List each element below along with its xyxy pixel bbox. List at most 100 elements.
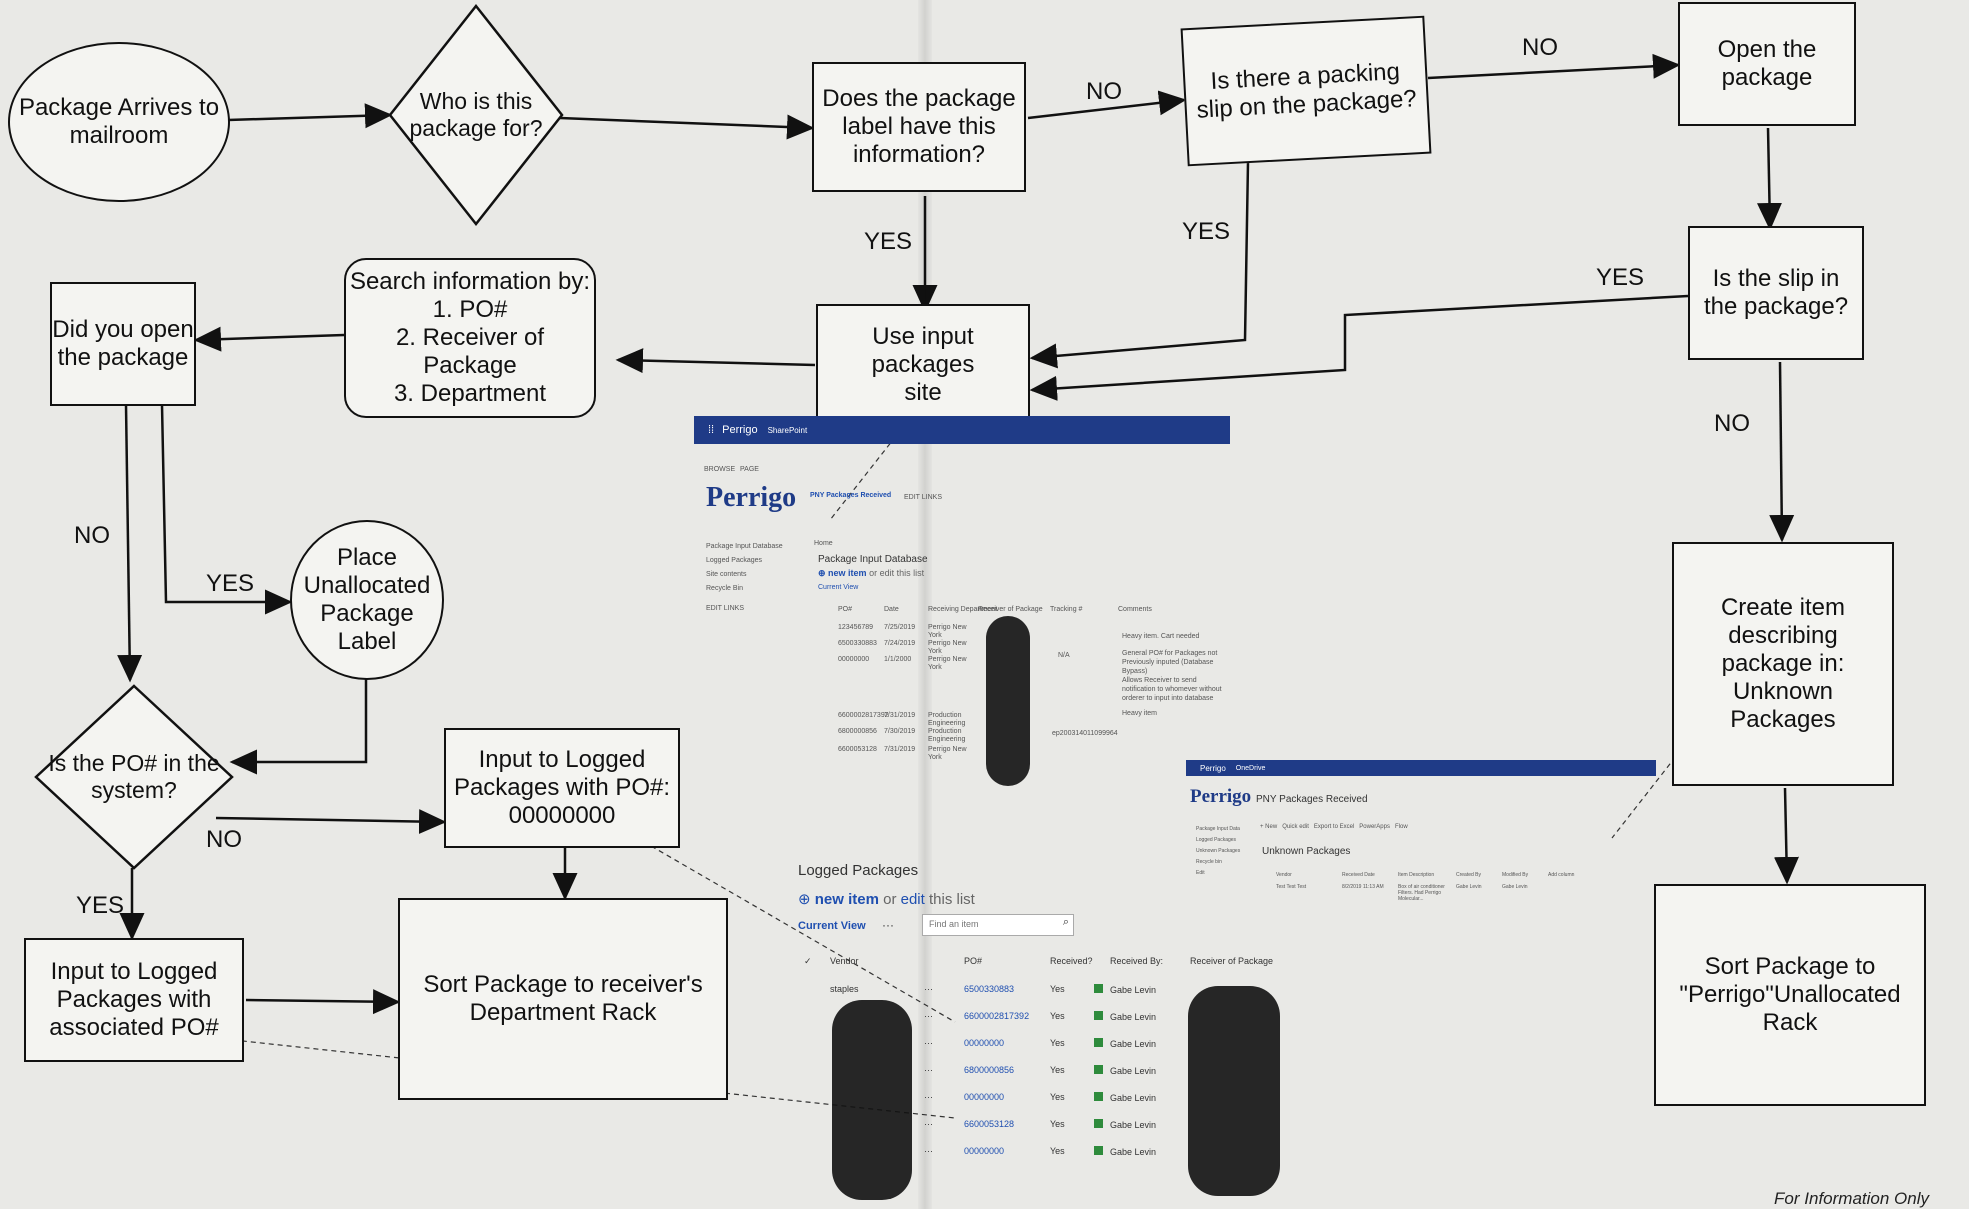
presence-icon <box>1094 1146 1103 1155</box>
breadcrumb[interactable]: Home <box>814 540 833 547</box>
nav-item-logged[interactable]: Logged Packages <box>706 557 763 564</box>
new-item-rest: or edit this list <box>869 568 925 578</box>
nav-item-input-db[interactable]: Package Input Database <box>706 543 783 550</box>
unav-edit[interactable]: Edit <box>1196 870 1205 876</box>
row-menu-dots[interactable]: ··· <box>924 1092 933 1102</box>
label-info-box: Does the package label have this informa… <box>812 62 1026 192</box>
col-dept[interactable]: Receiving Department <box>928 606 998 613</box>
nav-item-site-contents[interactable]: Site contents <box>706 571 747 578</box>
lcol-vendor[interactable]: Vendor <box>830 956 859 966</box>
input-db-cell-date: 7/30/2019 <box>884 728 916 735</box>
logged-edit-link[interactable]: edit <box>900 891 925 908</box>
input-db-cell-dept: Production Engineering <box>928 712 966 727</box>
edge-label-yes-2: YES <box>1182 218 1231 245</box>
input-site-text: Use input packages site <box>871 323 975 406</box>
unknown-site-title[interactable]: PNY Packages Received <box>1256 794 1368 805</box>
nav-edit-links[interactable]: EDIT LINKS <box>706 605 744 612</box>
lcol-receiver[interactable]: Receiver of Package <box>1190 956 1274 966</box>
perrigo-logo: Perrigo <box>706 482 797 513</box>
lcol-po[interactable]: PO# <box>964 956 983 966</box>
ucol-add[interactable]: Add column <box>1548 872 1575 878</box>
col-comments[interactable]: Comments <box>1118 606 1152 613</box>
tb-flow[interactable]: Flow <box>1394 824 1408 830</box>
search-box: Search information by: 1. PO# 2. Receive… <box>344 258 596 418</box>
select-all-check[interactable]: ✓ <box>804 956 812 966</box>
start-oval: Package Arrives to mailroom <box>8 42 230 202</box>
add-icon[interactable]: ⊕ <box>798 891 811 908</box>
row-menu-dots[interactable]: ··· <box>924 1146 933 1156</box>
row-menu-dots[interactable]: ··· <box>924 1065 933 1075</box>
arrow-loggedassoc-to-sortdept <box>245 989 401 1015</box>
ucol-created[interactable]: Created By <box>1456 872 1482 878</box>
ucol-modified[interactable]: Modified By <box>1502 872 1529 878</box>
logged-po[interactable]: 6600002817392 <box>964 1011 1030 1021</box>
site-title[interactable]: PNY Packages Received <box>810 492 892 499</box>
logged-received-by-name: Gabe Levin <box>1110 1012 1157 1022</box>
row-menu-dots[interactable]: ··· <box>924 1011 933 1021</box>
col-tracking[interactable]: Tracking # <box>1050 606 1083 613</box>
edge-label-yes-4: YES <box>206 570 255 597</box>
logged-po[interactable]: 6500330883 <box>964 984 1015 994</box>
tb-new[interactable]: + New <box>1260 824 1278 830</box>
edit-links-top[interactable]: EDIT LINKS <box>904 494 942 501</box>
lcol-received[interactable]: Received? <box>1050 956 1093 966</box>
tb-export[interactable]: Export to Excel <box>1313 824 1355 830</box>
ucol-desc[interactable]: Item Description <box>1398 872 1435 878</box>
ribbon-browse[interactable]: BROWSE <box>704 466 736 473</box>
arrow-didopen-no-to-po <box>117 404 143 683</box>
col-date[interactable]: Date <box>884 606 899 613</box>
unav-input[interactable]: Package Input Data <box>1196 826 1240 832</box>
unav-logged[interactable]: Logged Packages <box>1196 837 1237 843</box>
row-menu-dots[interactable]: ··· <box>924 1119 933 1129</box>
nav-item-recycle[interactable]: Recycle Bin <box>706 585 743 592</box>
input-db-cell-date: 7/31/2019 <box>884 712 916 719</box>
urow-desc: Box of air conditioner Filters. Had Perr… <box>1398 884 1445 902</box>
new-item-label[interactable]: new item <box>828 568 867 578</box>
logged-search-box[interactable]: Find an item ⌕ <box>922 914 1074 936</box>
input-db-cell-date: 1/1/2000 <box>884 656 912 663</box>
col-po[interactable]: PO# <box>838 606 853 613</box>
search-icon[interactable]: ⌕ <box>1062 916 1069 928</box>
row-menu-dots[interactable]: ··· <box>924 1038 933 1048</box>
unknown-logo: Perrigo <box>1190 786 1252 807</box>
presence-icon <box>1094 1038 1103 1047</box>
tb-powerapps[interactable]: PowerApps <box>1359 824 1390 830</box>
current-view[interactable]: Current View <box>818 584 859 591</box>
input-db-cell-po: 6800000856 <box>838 728 877 735</box>
new-item-link[interactable]: ⊕ new item or edit this list <box>818 568 925 578</box>
place-label-circle: Place Unallocated Package Label <box>290 520 444 680</box>
logged-received-by: Gabe Levin <box>1094 984 1156 995</box>
logged-vendor: staples <box>830 984 859 994</box>
arrow-place-to-po <box>229 672 368 775</box>
comment-2: General PO# for Packages not Previously … <box>1122 650 1218 675</box>
unav-unknown[interactable]: Unknown Packages <box>1196 848 1241 854</box>
logged-received-by: Gabe Levin <box>1094 1092 1156 1103</box>
logged-current-view[interactable]: Current View <box>798 920 866 932</box>
suite-product: SharePoint <box>767 425 808 435</box>
logged-received-by: Gabe Levin <box>1094 1065 1156 1076</box>
ribbon-page[interactable]: PAGE <box>740 466 759 473</box>
tracking-value: ep200314011099964 <box>1052 730 1118 737</box>
logged-more-dots[interactable]: ··· <box>882 918 894 932</box>
who-text: Who is this package for? <box>409 88 543 141</box>
logged-new-item-link[interactable]: new item <box>814 891 879 908</box>
logged-po[interactable]: 6600053128 <box>964 1119 1015 1129</box>
ucol-date[interactable]: Received Date <box>1342 872 1375 878</box>
open-package-text: Open the package <box>1717 36 1817 91</box>
logged-po[interactable]: 00000000 <box>964 1146 1005 1156</box>
unav-recycle[interactable]: Recycle bin <box>1196 859 1222 865</box>
sort-dept-text: Sort Package to receiver's Department Ra… <box>423 971 703 1026</box>
tb-quick-edit[interactable]: Quick edit <box>1282 824 1309 830</box>
ucol-vendor[interactable]: Vendor <box>1276 872 1292 878</box>
logged-po[interactable]: 00000000 <box>964 1038 1005 1048</box>
logged-assoc-box: Input to Logged Packages with associated… <box>24 938 244 1062</box>
row-menu-dots[interactable]: ··· <box>924 984 933 994</box>
slip-in-text: Is the slip in the package? <box>1703 265 1849 320</box>
logged-po[interactable]: 00000000 <box>964 1092 1005 1102</box>
arrow-start-to-who <box>227 103 393 129</box>
lcol-received-by[interactable]: Received By: <box>1110 956 1164 966</box>
logged-po[interactable]: 6800000856 <box>964 1065 1015 1075</box>
unknown-list-title: Unknown Packages <box>1262 846 1351 857</box>
col-receiver[interactable]: Receiver of Package <box>978 606 1043 613</box>
input-db-cell-dept: Perrigo New York <box>928 624 967 639</box>
